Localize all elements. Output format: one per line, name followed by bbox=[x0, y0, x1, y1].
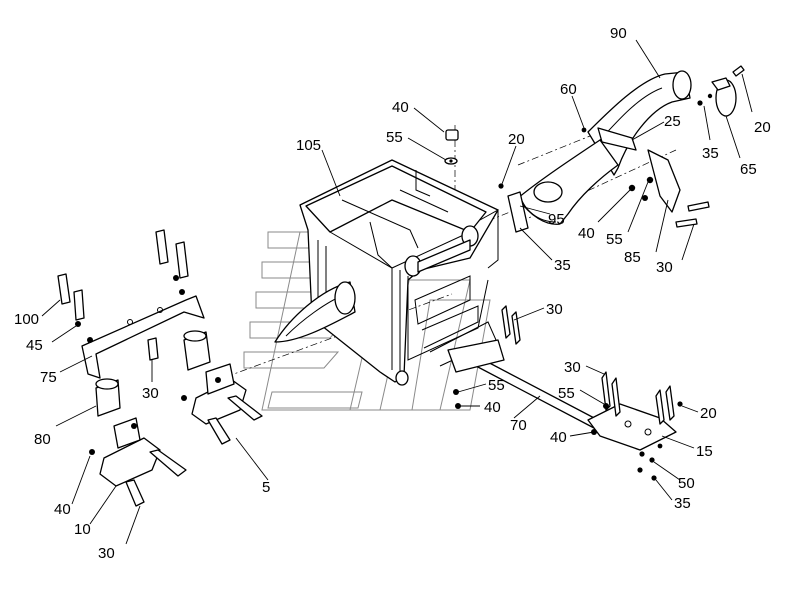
lbl-50: 50 bbox=[678, 475, 695, 492]
lbl-95: 95 bbox=[548, 211, 565, 228]
pipe-60 bbox=[517, 139, 619, 225]
lbl-55-lower: 55 bbox=[488, 377, 505, 394]
lbl-30-bottom: 30 bbox=[98, 545, 115, 562]
top-nut-washer bbox=[444, 129, 459, 165]
lbl-30-mid: 30 bbox=[546, 301, 563, 318]
lbl-30-right: 30 bbox=[656, 259, 673, 276]
pipe-fasteners bbox=[498, 65, 745, 228]
lbl-15: 15 bbox=[696, 443, 713, 460]
lbl-35-center: 35 bbox=[554, 257, 571, 274]
hose-clamp-65 bbox=[711, 77, 737, 117]
lbl-25: 25 bbox=[664, 113, 681, 130]
lbl-5: 5 bbox=[262, 479, 270, 496]
lbl-60: 60 bbox=[560, 81, 577, 98]
leader-lines bbox=[41, 39, 753, 545]
rubber-mount-80 bbox=[95, 330, 211, 417]
mount-plate-5 bbox=[181, 363, 263, 445]
lbl-20-center: 20 bbox=[508, 131, 525, 148]
elbow-hose-90 bbox=[587, 70, 692, 176]
bracket-75 bbox=[81, 295, 205, 379]
lbl-75: 75 bbox=[40, 369, 57, 386]
lbl-40-right: 40 bbox=[578, 225, 595, 242]
lbl-55-right: 55 bbox=[606, 231, 623, 248]
lbl-85: 85 bbox=[624, 249, 641, 266]
lbl-20-bar: 20 bbox=[700, 405, 717, 422]
lbl-105: 105 bbox=[296, 137, 321, 154]
bracket-15 bbox=[587, 403, 677, 451]
intake-horn bbox=[274, 281, 356, 343]
lbl-35-bar: 35 bbox=[674, 495, 691, 512]
lbl-40-lower: 40 bbox=[484, 399, 501, 416]
lbl-10: 10 bbox=[74, 521, 91, 538]
lbl-45: 45 bbox=[26, 337, 43, 354]
lbl-35-clamp: 35 bbox=[702, 145, 719, 162]
left-bolts bbox=[57, 229, 189, 361]
lbl-40-bar: 40 bbox=[550, 429, 567, 446]
lbl-30-left: 30 bbox=[142, 385, 159, 402]
lbl-55-bar: 55 bbox=[558, 385, 575, 402]
cooler-core bbox=[299, 159, 499, 386]
lbl-80: 80 bbox=[34, 431, 51, 448]
lbl-100: 100 bbox=[14, 311, 39, 328]
lbl-65: 65 bbox=[740, 161, 757, 178]
tie-rod-70 bbox=[447, 339, 599, 429]
lbl-70: 70 bbox=[510, 417, 527, 434]
lbl-30-lower: 30 bbox=[564, 359, 581, 376]
callout-labels: 90 20 60 25 35 65 40 55 20 105 95 35 40 … bbox=[14, 25, 771, 562]
gasket-95 bbox=[507, 191, 529, 233]
bracket-25 bbox=[597, 127, 681, 213]
lbl-40-top: 40 bbox=[392, 99, 409, 116]
lbl-20-top-right: 20 bbox=[754, 119, 771, 136]
lbl-90: 90 bbox=[610, 25, 627, 42]
lbl-40-left: 40 bbox=[54, 501, 71, 518]
lbl-55-top: 55 bbox=[386, 129, 403, 146]
mount-plate-10 bbox=[89, 417, 187, 507]
